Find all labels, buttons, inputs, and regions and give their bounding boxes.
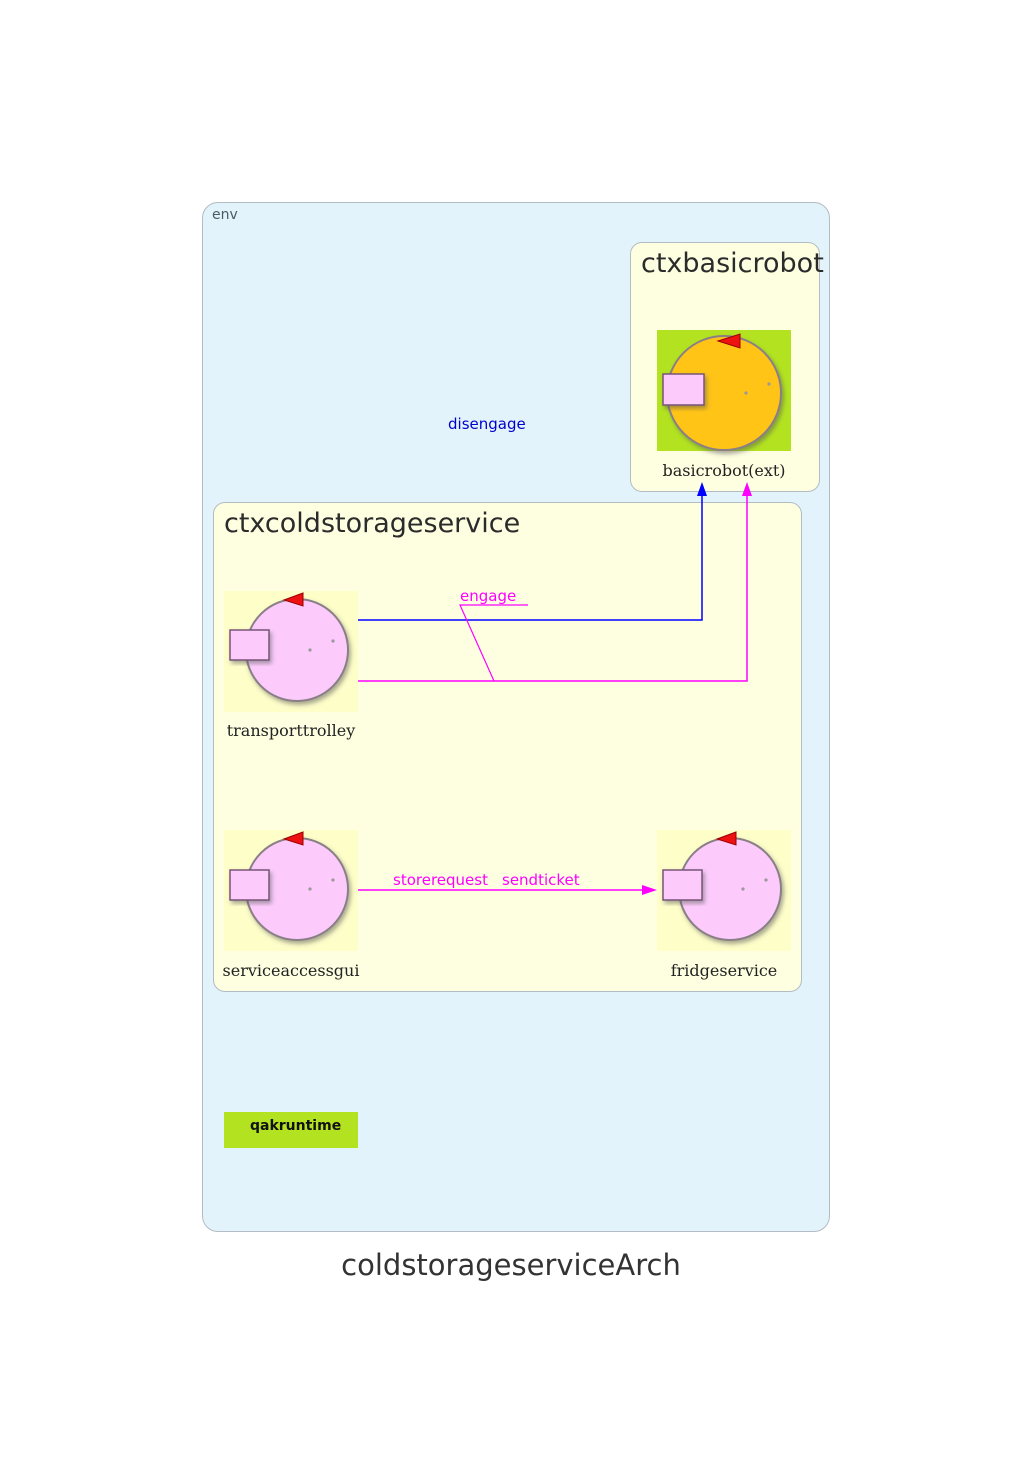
actor-label-transporttrolley: transporttrolley bbox=[226, 721, 356, 740]
actor-pointer-icon bbox=[716, 333, 741, 349]
actor-node-serviceaccessgui[interactable] bbox=[224, 830, 358, 951]
edge-label-engage: engage bbox=[460, 587, 517, 605]
actor-port-icon bbox=[229, 869, 270, 901]
actor-port-icon bbox=[229, 629, 270, 661]
env-label: env bbox=[212, 207, 238, 223]
actor-dot-icon bbox=[764, 878, 768, 882]
actor-pointer-icon bbox=[715, 831, 737, 846]
context-title-ctxcoldstorageservice: ctxcoldstorageservice bbox=[224, 508, 521, 539]
edge-label-disengage: disengage bbox=[448, 415, 526, 433]
label-leader-line bbox=[459, 604, 528, 682]
runtime-badge bbox=[224, 1112, 358, 1148]
edge-label-sendticket: sendticket bbox=[502, 871, 580, 889]
edge-line bbox=[358, 494, 748, 682]
arrowhead-icon bbox=[642, 885, 657, 895]
edge-storerequest-sendticket bbox=[358, 885, 657, 895]
diagram-title: coldstorageserviceArch bbox=[341, 1248, 681, 1282]
actor-dot-icon bbox=[741, 887, 745, 891]
actor-dot-icon bbox=[308, 887, 312, 891]
actor-dot-icon bbox=[308, 648, 312, 652]
actor-dot-icon bbox=[331, 878, 335, 882]
edge-label-storerequest: storerequest bbox=[393, 871, 488, 889]
actor-dot-icon bbox=[744, 391, 748, 395]
actor-label-serviceaccessgui: serviceaccessgui bbox=[222, 961, 360, 980]
arrowhead-icon bbox=[697, 482, 707, 496]
edge-disengage bbox=[358, 482, 707, 621]
actor-node-fridgeservice[interactable] bbox=[657, 830, 791, 951]
context-title-ctxbasicrobot: ctxbasicrobot bbox=[641, 248, 824, 279]
actor-port-icon bbox=[662, 373, 705, 406]
actor-dot-icon bbox=[331, 639, 335, 643]
actor-dot-icon bbox=[767, 382, 771, 386]
actor-pointer-icon bbox=[282, 831, 304, 846]
actor-node-basicrobot[interactable] bbox=[657, 330, 791, 451]
edge-engage bbox=[358, 482, 752, 682]
edge-line bbox=[358, 494, 703, 621]
arrowhead-icon bbox=[742, 482, 752, 496]
actor-label-fridgeservice: fridgeservice bbox=[670, 961, 778, 980]
runtime-label: qakruntime bbox=[250, 1118, 342, 1134]
actor-pointer-icon bbox=[282, 592, 304, 607]
actor-port-icon bbox=[662, 869, 703, 901]
actor-node-transporttrolley[interactable] bbox=[224, 591, 358, 712]
actor-label-basicrobot: basicrobot(ext) bbox=[662, 461, 786, 480]
